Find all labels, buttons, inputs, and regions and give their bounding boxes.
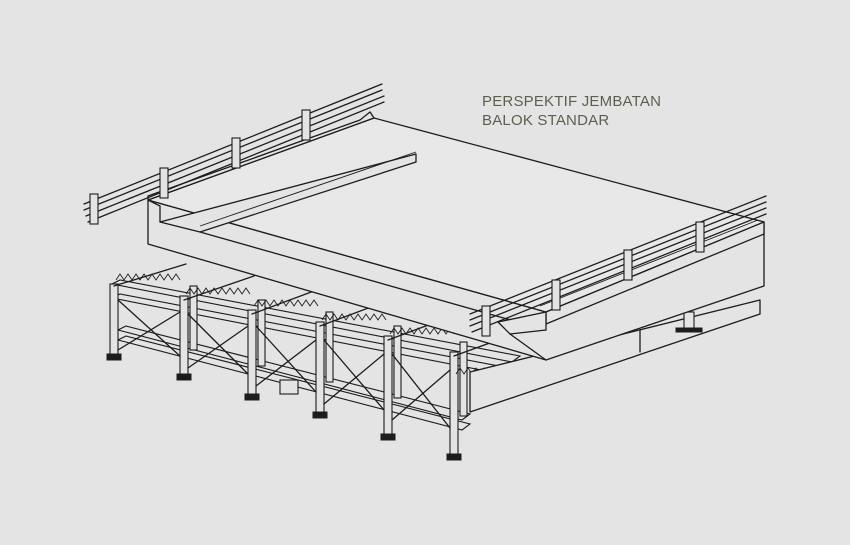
handrail-posts-front — [481, 221, 705, 337]
handrail-back — [83, 83, 385, 225]
caption-line-title: PERSPEKTIF JEMBATAN — [482, 93, 662, 110]
diagram-caption: PERSPEKTIF JEMBATAN BALOK STANDAR — [482, 92, 661, 130]
steel-support-frame — [106, 263, 522, 461]
caption-line-subtitle: BALOK STANDAR — [482, 112, 610, 129]
handrail-posts-back — [89, 109, 311, 225]
bearing-support — [683, 311, 695, 331]
frame-bracing — [113, 263, 521, 429]
frame-base-plates — [106, 353, 462, 461]
handrail-front — [469, 195, 767, 337]
equipment-box — [279, 379, 299, 395]
bridge-girder-side — [469, 299, 761, 413]
